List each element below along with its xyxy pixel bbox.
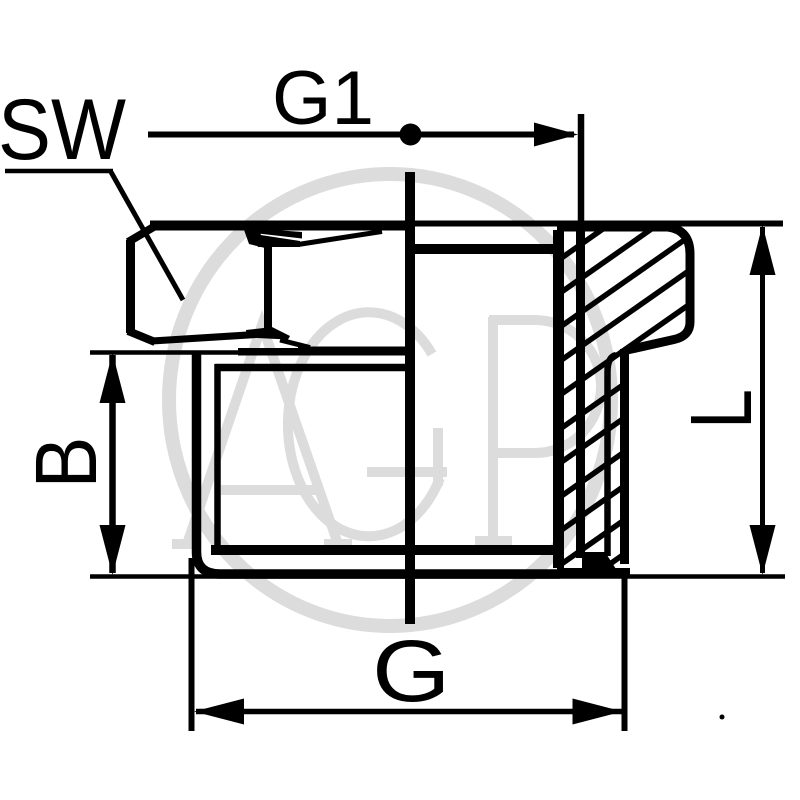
svg-text:G1: G1 bbox=[272, 56, 374, 141]
svg-text:SW: SW bbox=[0, 82, 126, 178]
svg-text:B: B bbox=[18, 437, 115, 489]
svg-text:L: L bbox=[673, 389, 770, 429]
svg-text:G: G bbox=[372, 623, 450, 720]
